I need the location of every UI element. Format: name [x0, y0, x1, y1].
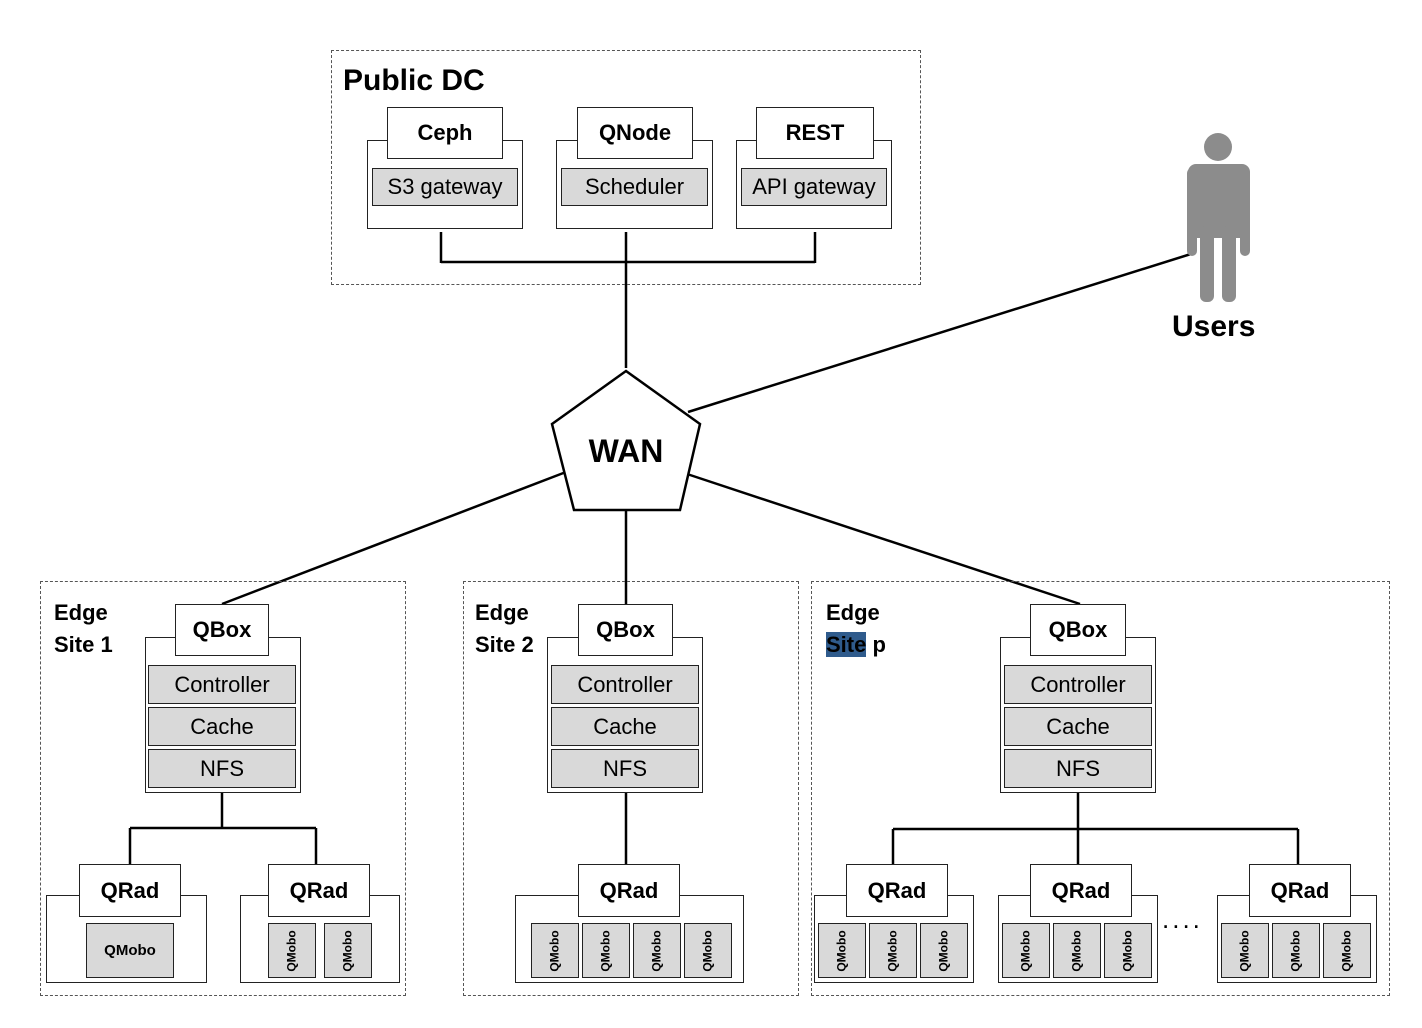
public-dc-region — [331, 50, 921, 285]
edge-site-1-region — [40, 581, 406, 996]
scheduler-box: Scheduler — [561, 168, 708, 206]
nfs-box: NFS — [551, 749, 699, 788]
qmobo-board: QMobo — [1053, 923, 1101, 978]
s3-gateway-box: S3 gateway — [372, 168, 518, 206]
edge-site-2-title: Edge Site 2 — [475, 597, 534, 661]
wan-pentagon — [550, 369, 702, 512]
qmobo-board: QMobo — [818, 923, 866, 978]
api-gateway-box: API gateway — [741, 168, 887, 206]
controller-box: Controller — [148, 665, 296, 704]
cache-box: Cache — [148, 707, 296, 746]
site-title-line: Edge — [826, 600, 880, 625]
qbox-header: QBox — [578, 604, 673, 656]
cache-box: Cache — [551, 707, 699, 746]
qrad-header: QRad — [1030, 864, 1132, 917]
edge-site-p-region — [811, 581, 1390, 996]
qmobo-label: QMobo — [284, 929, 299, 972]
wan-label: WAN — [588, 433, 664, 469]
qmobo-label: QMobo — [1069, 929, 1084, 972]
qmobo-label: QMobo — [1339, 929, 1354, 972]
connector — [683, 471, 1081, 606]
controller-box: Controller — [551, 665, 699, 704]
qmobo-board: QMobo — [1323, 923, 1371, 978]
edge-site-p-title: Edge Site p — [826, 597, 886, 661]
selection-highlight: Site — [826, 632, 867, 657]
connector — [221, 470, 567, 606]
nfs-box: NFS — [148, 749, 296, 788]
qrad-header: QRad — [846, 864, 948, 917]
site-title-line: Edge — [475, 600, 529, 625]
qrad-header: QRad — [1249, 864, 1351, 917]
nfs-box: NFS — [1004, 749, 1152, 788]
qmobo-board: QMobo — [582, 923, 630, 978]
qmobo-board: QMobo — [1002, 923, 1050, 978]
site-title-line: Site 1 — [54, 632, 113, 657]
qmobo-board: QMobo — [920, 923, 968, 978]
qmobo-label: QMobo — [598, 929, 613, 972]
qmobo-board: QMobo — [268, 923, 316, 978]
qbox-header: QBox — [175, 604, 269, 656]
qbox-header: QBox — [1030, 604, 1126, 656]
qmobo-board: QMobo — [324, 923, 372, 978]
qmobo-label: QMobo — [1018, 929, 1033, 972]
rest-header: REST — [756, 107, 874, 159]
qmobo-label: QMobo — [1120, 929, 1135, 972]
qmobo-label: QMobo — [936, 929, 951, 972]
qmobo-board: QMobo — [1221, 923, 1269, 978]
qmobo-label: QMobo — [834, 929, 849, 972]
ceph-header: Ceph — [387, 107, 503, 159]
qrad-header: QRad — [79, 864, 181, 917]
person-icon — [1187, 133, 1250, 302]
site-title-line: Site p — [826, 629, 886, 661]
qmobo-board: QMobo — [86, 923, 174, 978]
qmobo-board: QMobo — [869, 923, 917, 978]
qmobo-label: QMobo — [649, 929, 664, 972]
connector — [687, 251, 1195, 414]
qmobo-label: QMobo — [700, 929, 715, 972]
qmobo-board: QMobo — [1272, 923, 1320, 978]
cache-box: Cache — [1004, 707, 1152, 746]
qmobo-board: QMobo — [1104, 923, 1152, 978]
edge-site-2-region — [463, 581, 799, 996]
qmobo-board: QMobo — [633, 923, 681, 978]
qmobo-label: QMobo — [340, 929, 355, 972]
controller-box: Controller — [1004, 665, 1152, 704]
qmobo-label: QMobo — [885, 929, 900, 972]
qmobo-label: QMobo — [547, 929, 562, 972]
qmobo-label: QMobo — [1288, 929, 1303, 972]
ellipsis: .... — [1162, 904, 1203, 934]
qmobo-board: QMobo — [531, 923, 579, 978]
qmobo-board: QMobo — [684, 923, 732, 978]
qmobo-label: QMobo — [1237, 929, 1252, 972]
qnode-header: QNode — [577, 107, 693, 159]
edge-site-1-title: Edge Site 1 — [54, 597, 113, 661]
site-title-suffix: p — [866, 632, 886, 657]
public-dc-title: Public DC — [343, 64, 485, 97]
site-title-line: Edge — [54, 600, 108, 625]
qrad-header: QRad — [268, 864, 370, 917]
qrad-header: QRad — [578, 864, 680, 917]
site-title-line: Site 2 — [475, 632, 534, 657]
users-label: Users — [1172, 310, 1256, 343]
